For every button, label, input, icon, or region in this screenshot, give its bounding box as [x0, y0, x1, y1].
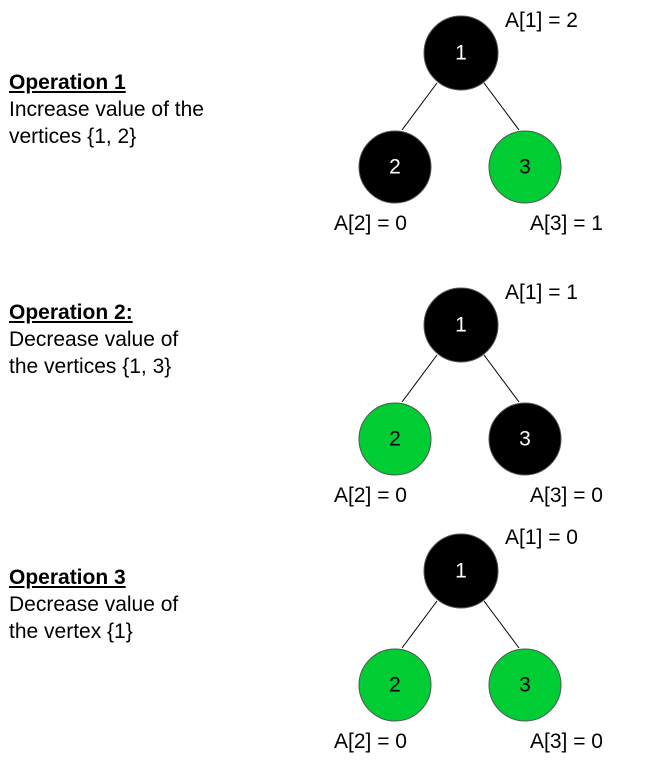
node-1-label: 1 — [455, 314, 467, 337]
operation-1-tree: 1 2 3 A[1] = 2 A[2] = 0 A[3] = 1 — [334, 9, 603, 235]
node-3-value: A[3] = 1 — [530, 212, 603, 235]
node-3-circle — [488, 130, 562, 204]
operation-line: vertices {1, 2} — [9, 125, 137, 148]
edge-1-3 — [483, 82, 520, 131]
node-2: 2 — [358, 130, 432, 204]
node-3-circle — [488, 648, 562, 722]
operation-line: Increase value of the — [9, 98, 204, 121]
edge-1-3 — [483, 600, 520, 649]
node-1: 1 — [423, 15, 499, 91]
node-3: 3 — [488, 130, 562, 204]
node-2-circle — [358, 648, 432, 722]
node-2: 2 — [358, 402, 432, 476]
edge-1-2 — [401, 82, 438, 131]
operation-3-description: Operation 3 Decrease value of the vertex… — [9, 564, 269, 645]
operation-line: Decrease value of — [9, 328, 179, 351]
operation-title: Operation 1 — [9, 71, 126, 94]
node-3-label: 3 — [519, 156, 531, 179]
node-1-value: A[1] = 1 — [505, 281, 578, 304]
operation-3-tree: 1 2 3 A[1] = 0 A[2] = 0 A[3] = 0 — [334, 526, 603, 753]
node-2-value: A[2] = 0 — [334, 730, 407, 753]
operation-line: Decrease value of — [9, 593, 179, 616]
operation-title: Operation 3 — [9, 566, 126, 589]
node-1-circle — [423, 15, 499, 91]
node-1: 1 — [423, 287, 499, 363]
node-1-value: A[1] = 2 — [505, 9, 578, 32]
node-2-label: 2 — [389, 674, 401, 697]
node-1-circle — [423, 533, 499, 609]
node-3: 3 — [488, 402, 562, 476]
node-1: 1 — [423, 533, 499, 609]
node-2-circle — [358, 402, 432, 476]
operation-1-description: Operation 1 Increase value of the vertic… — [9, 69, 269, 150]
node-1-value: A[1] = 0 — [505, 526, 578, 549]
node-1-label: 1 — [455, 42, 467, 65]
node-3-value: A[3] = 0 — [530, 484, 603, 507]
edge-1-2 — [401, 354, 438, 403]
operation-2-tree: 1 2 3 A[1] = 1 A[2] = 0 A[3] = 0 — [334, 281, 603, 507]
operation-line: the vertices {1, 3} — [9, 355, 172, 378]
node-2-value: A[2] = 0 — [334, 484, 407, 507]
node-2: 2 — [358, 648, 432, 722]
edge-1-2 — [401, 600, 438, 649]
node-1-circle — [423, 287, 499, 363]
node-2-value: A[2] = 0 — [334, 212, 407, 235]
edge-1-3 — [483, 354, 520, 403]
node-1-label: 1 — [455, 560, 467, 583]
node-2-label: 2 — [389, 156, 401, 179]
node-3: 3 — [488, 648, 562, 722]
node-3-value: A[3] = 0 — [530, 730, 603, 753]
node-2-circle — [358, 130, 432, 204]
operation-line: the vertex {1} — [9, 620, 133, 643]
operation-title: Operation 2: — [9, 301, 133, 324]
node-3-label: 3 — [519, 428, 531, 451]
node-3-circle — [488, 402, 562, 476]
node-2-label: 2 — [389, 428, 401, 451]
node-3-label: 3 — [519, 674, 531, 697]
operation-2-description: Operation 2: Decrease value of the verti… — [9, 299, 269, 380]
